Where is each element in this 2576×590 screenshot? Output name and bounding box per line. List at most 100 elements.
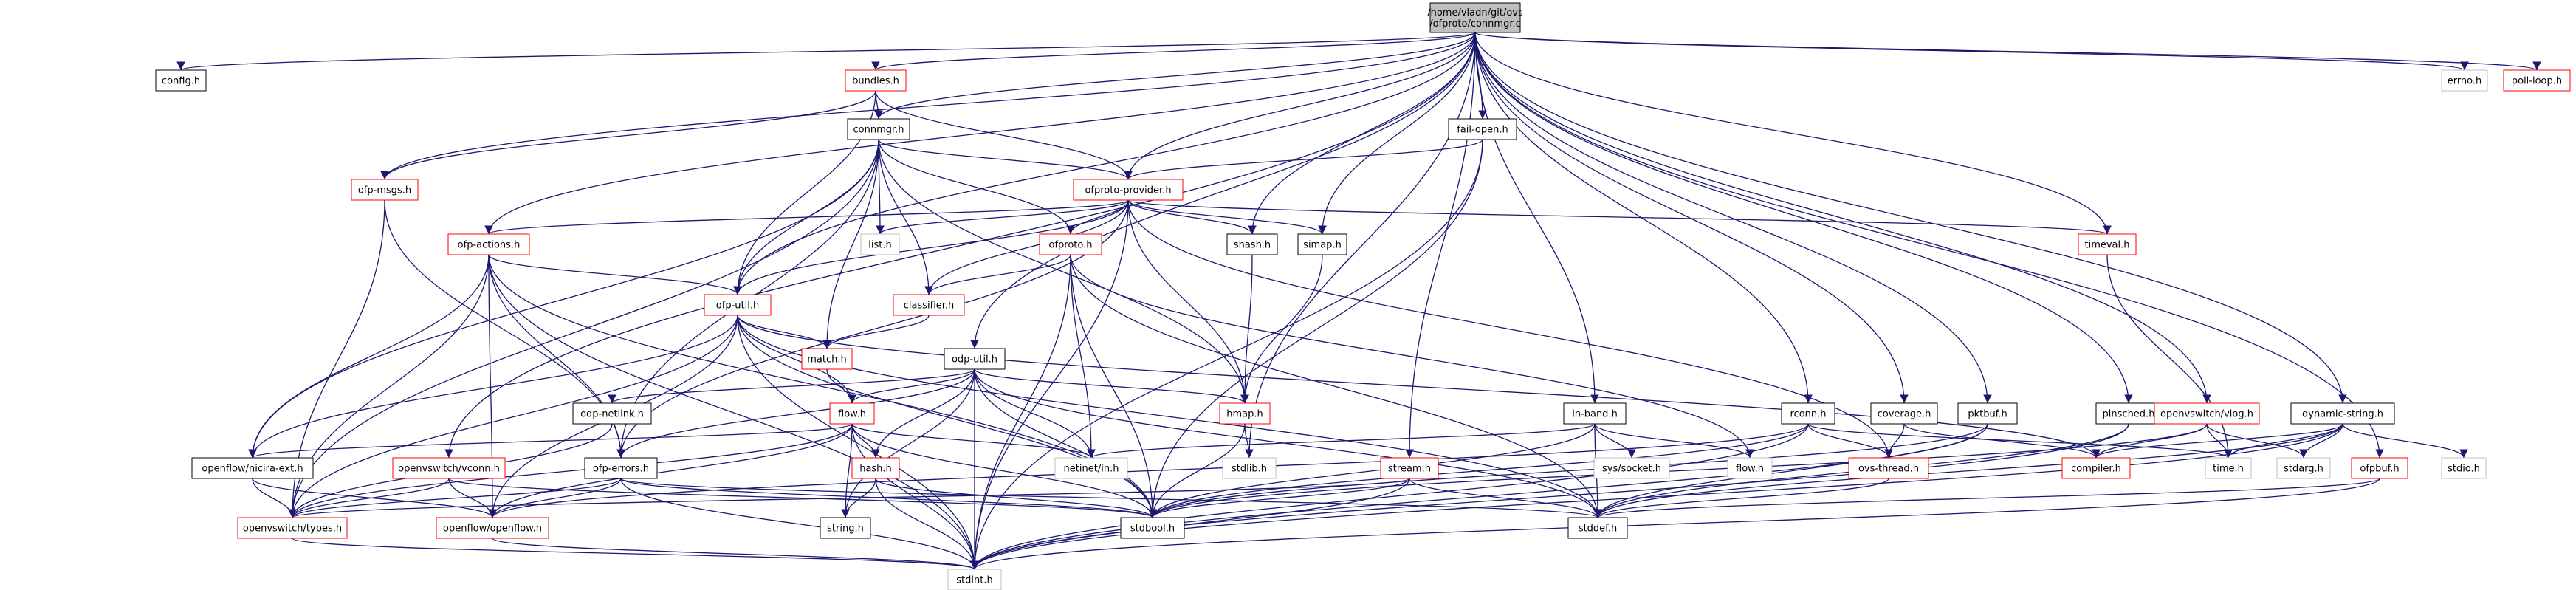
node-label: flow.h xyxy=(838,409,866,420)
node-compiler[interactable]: compiler.h xyxy=(2061,457,2131,479)
node-simap[interactable]: simap.h xyxy=(1297,233,1347,255)
node-box xyxy=(447,233,530,255)
node-connmgr[interactable]: connmgr.h xyxy=(847,118,910,140)
node-pinsched[interactable]: pinsched.h xyxy=(2095,402,2162,425)
node-box xyxy=(1567,517,1628,539)
node-box xyxy=(2078,233,2137,255)
node-box xyxy=(1219,402,1271,425)
edge-dynstring-to-stddef xyxy=(1593,423,2343,518)
node-label: stdbool.h xyxy=(1130,524,1175,535)
node-bundles[interactable]: bundles.h xyxy=(845,69,907,92)
edge-ofprotoprovider-to-listh xyxy=(876,199,1129,235)
node-box xyxy=(820,517,871,539)
node-stddef[interactable]: stddef.h xyxy=(1567,517,1628,539)
edge-ofpbuf-to-stddef xyxy=(1593,478,2380,518)
node-ofproto[interactable]: ofproto.h xyxy=(1039,233,1102,255)
edge-ovstypes-to-stdint xyxy=(292,538,979,570)
node-box xyxy=(1957,402,2018,425)
node-box xyxy=(1781,402,1835,425)
node-ofpmsgs[interactable]: ofp-msgs.h xyxy=(351,179,419,201)
node-box xyxy=(1563,402,1627,425)
node-stdarg: stdarg.h xyxy=(2276,457,2331,479)
edge-connmgr-to-hmap xyxy=(878,139,1249,404)
node-ofperrors[interactable]: ofp-errors.h xyxy=(584,457,658,479)
edge-shash-to-hmap xyxy=(1240,254,1253,404)
node-stringh[interactable]: string.h xyxy=(820,517,871,539)
node-hashh[interactable]: hash.h xyxy=(851,457,900,479)
edge-ofproto-to-flowh2 xyxy=(1070,254,1754,459)
edge-inband-to-netinet xyxy=(1087,423,1596,459)
node-coverage[interactable]: coverage.h xyxy=(1870,402,1938,425)
node-stdbool[interactable]: stdbool.h xyxy=(1120,517,1185,539)
node-ofprotoprovider[interactable]: ofproto-provider.h xyxy=(1073,179,1184,201)
node-ofpbuf[interactable]: ofpbuf.h xyxy=(2351,457,2408,479)
node-odpnetlink[interactable]: odp-netlink.h xyxy=(572,402,652,425)
edge-hashh-to-stringh xyxy=(841,478,876,518)
node-ofputil[interactable]: ofp-util.h xyxy=(704,294,772,316)
node-dynstring[interactable]: dynamic-string.h xyxy=(2290,402,2395,425)
node-match[interactable]: match.h xyxy=(801,348,853,370)
node-box xyxy=(860,233,900,255)
node-label: ovs-thread.h xyxy=(1858,464,1919,475)
node-hmap[interactable]: hmap.h xyxy=(1219,402,1271,425)
node-label: rconn.h xyxy=(1790,409,1826,420)
node-vlog[interactable]: openvswitch/vlog.h xyxy=(2154,402,2260,425)
node-ovsthread[interactable]: ovs-thread.h xyxy=(1848,457,1929,479)
node-stream[interactable]: stream.h xyxy=(1380,457,1439,479)
edge-root-to-ofpmsgs xyxy=(380,32,1476,180)
node-label: dynamic-string.h xyxy=(2302,409,2383,420)
node-label: sys/socket.h xyxy=(1602,464,1661,475)
edge-ofprotoprovider-to-ofpactions xyxy=(484,199,1129,235)
edge-stream-to-ovstypes xyxy=(288,478,1410,518)
node-label: time.h xyxy=(2213,464,2244,475)
edge-odputil-to-stdbool xyxy=(974,368,1157,518)
edge-bundles-to-ofprotoprovider xyxy=(875,90,1133,180)
edge-root-to-config xyxy=(177,32,1476,71)
node-vconn[interactable]: openvswitch/vconn.h xyxy=(392,457,506,479)
node-box xyxy=(2441,457,2487,479)
node-pktbuf[interactable]: pktbuf.h xyxy=(1957,402,2018,425)
node-rconn[interactable]: rconn.h xyxy=(1781,402,1835,425)
node-label: stream.h xyxy=(1388,464,1431,475)
node-flow[interactable]: flow.h xyxy=(829,402,875,425)
edge-flow-to-stringh xyxy=(841,423,853,518)
edge-ofproto-to-stdint xyxy=(970,254,1071,570)
node-box xyxy=(947,569,1002,590)
node-config[interactable]: config.h xyxy=(155,69,207,92)
node-odputil[interactable]: odp-util.h xyxy=(944,348,1006,370)
node-label: odp-util.h xyxy=(952,354,997,366)
node-timeval[interactable]: timeval.h xyxy=(2078,233,2137,255)
node-pollloop[interactable]: poll-loop.h xyxy=(2503,69,2571,92)
node-failopen[interactable]: fail-open.h xyxy=(1448,118,1517,140)
edge-dynstring-to-timeh xyxy=(2224,423,2343,459)
edge-root-to-inband xyxy=(1474,32,1599,404)
edge-odputil-to-ofperrors xyxy=(616,368,975,459)
node-ofpactions[interactable]: ofp-actions.h xyxy=(447,233,530,255)
edge-ofpbuf-to-stdint xyxy=(970,478,2380,570)
node-nicira[interactable]: openflow/nicira-ext.h xyxy=(191,457,314,479)
node-box xyxy=(1120,517,1185,539)
edge-connmgr-to-ofprotoprovider xyxy=(878,139,1133,180)
node-box xyxy=(436,517,549,539)
node-box xyxy=(2095,402,2162,425)
node-ovstypes[interactable]: openvswitch/types.h xyxy=(237,517,348,539)
node-shash[interactable]: shash.h xyxy=(1226,233,1278,255)
edge-root-to-errno xyxy=(1474,32,2469,71)
node-inband[interactable]: in-band.h xyxy=(1563,402,1627,425)
node-label: compiler.h xyxy=(2071,464,2121,475)
node-label: poll-loop.h xyxy=(2512,76,2562,87)
edge-ofperrors-to-ovstypes xyxy=(288,478,622,518)
edge-ofproto-to-classifier xyxy=(924,254,1071,295)
edge-connmgr-to-ovstypes xyxy=(288,139,879,518)
node-box xyxy=(2503,69,2571,92)
node-label: stdarg.h xyxy=(2284,464,2323,475)
edge-ofprotoprovider-to-shash xyxy=(1127,199,1257,235)
edge-root-to-simap xyxy=(1318,32,1476,235)
edge-root-to-bundles xyxy=(871,32,1476,71)
edge-rconn-to-stdint xyxy=(970,423,1809,570)
node-box xyxy=(704,294,772,316)
node-classifier[interactable]: classifier.h xyxy=(893,294,965,316)
edge-root-to-vconn xyxy=(444,32,1476,459)
node-box xyxy=(801,348,853,370)
node-openflow[interactable]: openflow/openflow.h xyxy=(436,517,549,539)
